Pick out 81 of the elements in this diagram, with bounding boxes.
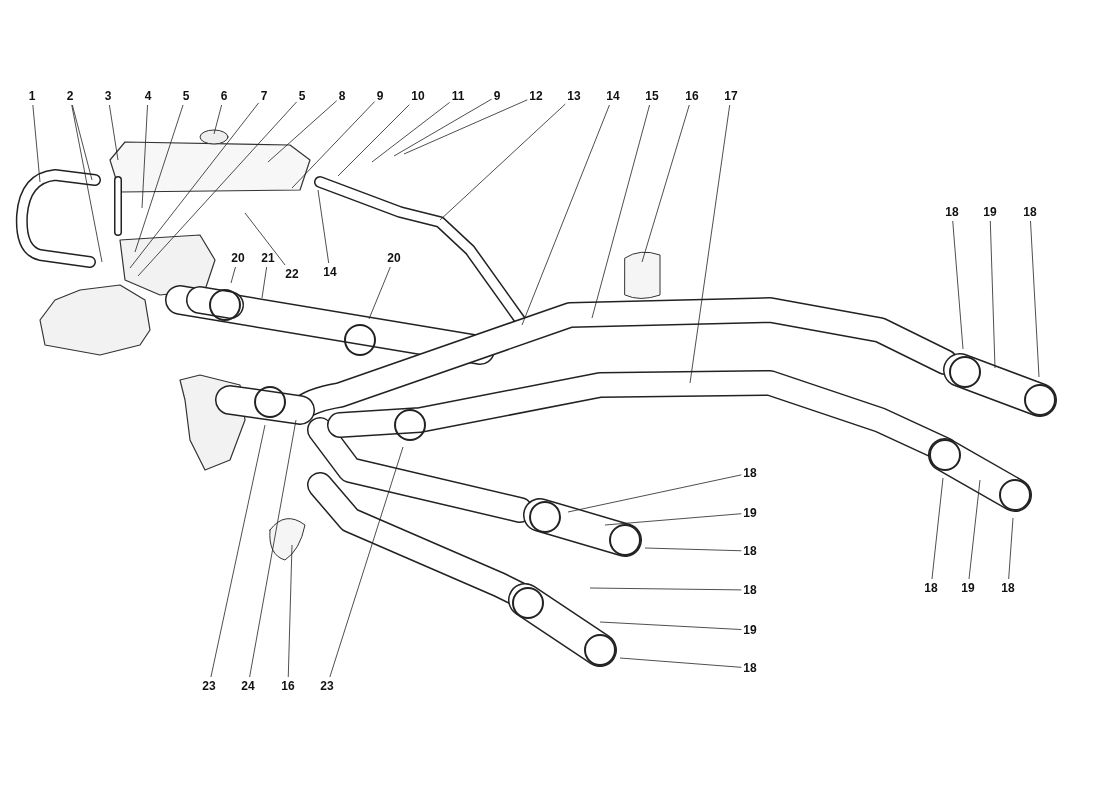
callout-number: 19 xyxy=(983,205,997,219)
callout-number: 10 xyxy=(411,89,425,103)
leader-line xyxy=(230,266,236,284)
leader-line xyxy=(1030,220,1040,378)
callout-number: 18 xyxy=(924,581,938,595)
callout-number: 12 xyxy=(529,89,543,103)
leader-line xyxy=(403,99,528,155)
callout-number: 3 xyxy=(104,89,112,103)
leader-line xyxy=(32,104,41,183)
leader-line xyxy=(71,104,93,181)
callout-number: 11 xyxy=(451,89,465,103)
leader-line xyxy=(952,220,964,350)
leader-line xyxy=(591,104,650,319)
leader-line xyxy=(521,104,610,326)
leader-line xyxy=(368,266,391,320)
callout-number: 1 xyxy=(28,89,36,103)
leader-line xyxy=(291,101,376,189)
leader-line xyxy=(689,104,731,384)
callout-number: 4 xyxy=(144,89,152,103)
callout-number: 19 xyxy=(743,506,757,520)
callout-number: 14 xyxy=(323,265,337,279)
callout-number: 21 xyxy=(261,251,275,265)
callout-number: 20 xyxy=(231,251,245,265)
callout-number: 20 xyxy=(387,251,401,265)
callout-number: 18 xyxy=(743,661,757,675)
callout-number: 23 xyxy=(320,679,334,693)
callout-number: 18 xyxy=(1023,205,1037,219)
callout-number: 24 xyxy=(241,679,255,693)
callout-number: 9 xyxy=(376,89,384,103)
leader-line xyxy=(393,98,493,157)
callout-number: 19 xyxy=(961,581,975,595)
leader-line xyxy=(439,103,566,221)
callout-number: 16 xyxy=(281,679,295,693)
callout-number: 18 xyxy=(743,466,757,480)
leader-line xyxy=(371,102,451,163)
callout-number: 18 xyxy=(743,544,757,558)
leader-line xyxy=(141,104,148,209)
callout-number: 5 xyxy=(182,89,190,103)
callout-number: 23 xyxy=(202,679,216,693)
callout-number: 15 xyxy=(645,89,659,103)
leader-line xyxy=(644,547,742,552)
callout-number: 14 xyxy=(606,89,620,103)
callout-number: 18 xyxy=(1001,581,1015,595)
leader-line xyxy=(287,544,293,678)
callout-number: 19 xyxy=(743,623,757,637)
callout-number: 8 xyxy=(338,89,346,103)
leader-line xyxy=(619,657,742,668)
leader-line xyxy=(329,446,404,678)
callout-number: 5 xyxy=(298,89,306,103)
leader-line xyxy=(134,104,184,253)
callout-number: 18 xyxy=(743,583,757,597)
leader-line xyxy=(213,104,223,135)
leader-line xyxy=(317,189,330,264)
leader-line xyxy=(244,212,286,266)
callout-number: 6 xyxy=(220,89,228,103)
leader-line xyxy=(129,102,260,269)
leader-line xyxy=(71,104,103,263)
callout-number: 2 xyxy=(66,89,74,103)
leader-line xyxy=(1008,517,1014,580)
leader-line xyxy=(261,266,268,299)
leader-line xyxy=(989,220,996,369)
leader-line xyxy=(567,474,742,513)
leader-line xyxy=(137,101,298,277)
leader-line xyxy=(589,587,742,591)
leader-line xyxy=(109,104,119,161)
leader-line xyxy=(210,424,266,678)
leader-line xyxy=(249,419,297,678)
leader-line xyxy=(604,513,742,526)
leader-line xyxy=(267,100,338,163)
callout-number: 22 xyxy=(285,267,299,281)
leader-line xyxy=(968,479,981,580)
callout-number: 18 xyxy=(945,205,959,219)
leader-line xyxy=(641,104,690,263)
leader-line xyxy=(931,477,944,580)
callout-number: 13 xyxy=(567,89,581,103)
callout-number: 17 xyxy=(724,89,738,103)
leader-line xyxy=(337,104,410,177)
leader-line xyxy=(599,621,742,630)
callout-number: 7 xyxy=(260,89,268,103)
callout-number: 9 xyxy=(493,89,501,103)
callout-number: 16 xyxy=(685,89,699,103)
